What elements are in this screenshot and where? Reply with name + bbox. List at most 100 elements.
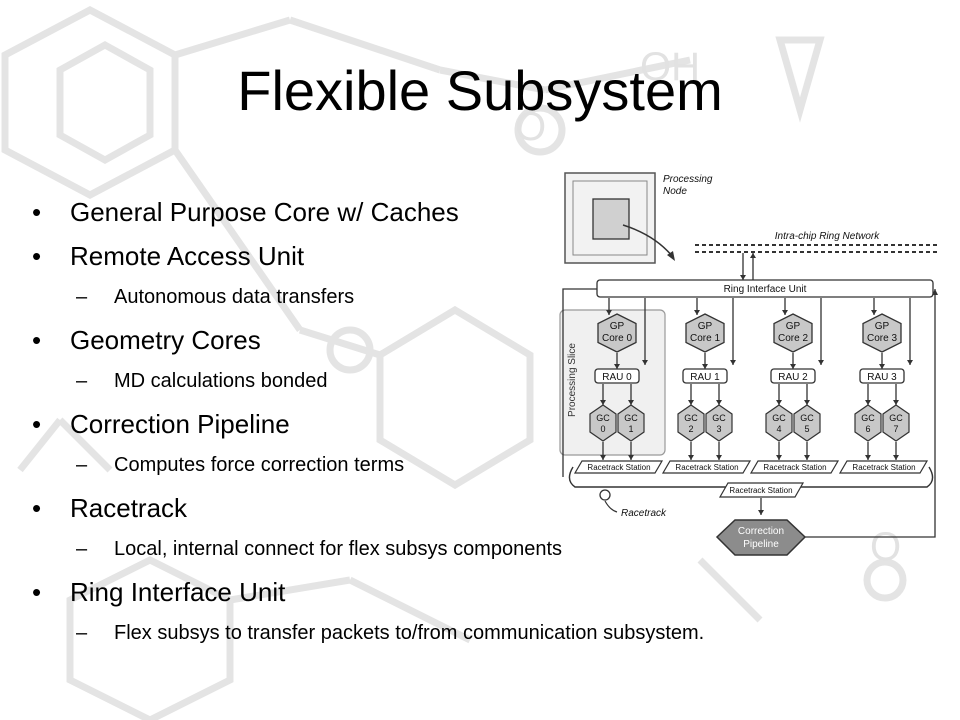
geometry-core-label: 6 — [865, 424, 870, 434]
ring-interface-unit-label: Ring Interface Unit — [724, 284, 807, 295]
riu-to-rau-arrow-head — [818, 360, 824, 365]
riu-to-rau-arrow-head — [730, 360, 736, 365]
gc-to-station-arrow-head — [893, 455, 899, 460]
correction-pipeline-octagon — [715, 519, 807, 556]
sub-bullet-text: Computes force correction terms — [114, 454, 405, 476]
geometry-core-hexagon — [617, 404, 645, 442]
svg-text:OH: OH — [640, 45, 700, 89]
rau-to-gc-arrow-head — [893, 400, 899, 405]
geometry-core-hexagon — [765, 404, 793, 442]
riu-to-gp-arrow-head — [606, 310, 612, 315]
gp-core-label: GP — [610, 321, 625, 332]
gc-to-station-arrow-head — [600, 455, 606, 460]
gp-to-rau-arrow-head — [702, 364, 708, 369]
gp-core-hexagon — [685, 313, 725, 353]
rau-box — [594, 368, 640, 384]
racetrack-loop-left — [568, 466, 735, 488]
processing-node-arrow-head — [667, 251, 675, 261]
sub-bullet-dash: – — [76, 454, 88, 476]
gp-core-label: Core 2 — [778, 333, 808, 344]
svg-text:O: O — [870, 525, 901, 569]
bullet-item: • Remote Access Unit — [32, 240, 912, 284]
rau-box — [682, 368, 728, 384]
geometry-core-label: 0 — [600, 424, 605, 434]
riu-to-ring-arrow-head — [750, 253, 756, 258]
geometry-core-hexagon — [882, 404, 910, 442]
processing-node-core — [592, 198, 630, 240]
geometry-core-hexagon — [589, 404, 617, 442]
sub-bullet-dash: – — [76, 286, 88, 308]
racetrack-pointer-line — [604, 500, 618, 513]
riu-to-rau-arrow-head — [907, 360, 913, 365]
sub-bullet-item: – Computes force correction terms — [32, 452, 912, 492]
sub-bullet-item: –Local, internal connect for flex subsys… — [32, 536, 912, 576]
geometry-core-hexagon — [705, 404, 733, 442]
gc-to-station-arrow-head — [688, 455, 694, 460]
bullet-dot: • — [32, 493, 42, 523]
sub-bullet-text: Local, internal connect for flex subsys … — [114, 538, 563, 560]
rau-to-gc-arrow-head — [716, 400, 722, 405]
bullet-text: Correction Pipeline — [70, 409, 290, 439]
sub-bullet-text: Flex subsys to transfer packets to/from … — [114, 622, 705, 644]
bullet-item: • Racetrack — [32, 492, 912, 536]
correction-to-riu-line — [805, 289, 936, 538]
bullet-dot: • — [32, 577, 42, 607]
processing-node-inner — [572, 180, 648, 256]
correction-pipeline-label: Correction — [738, 526, 784, 537]
geometry-core-label: GC — [684, 413, 698, 423]
riu-to-rau-arrow-head — [642, 360, 648, 365]
rau-label: RAU 1 — [690, 372, 720, 383]
geometry-core-label: GC — [624, 413, 638, 423]
bullet-list: •General Purpose Core w/ Caches•Remote A… — [32, 196, 912, 660]
rau-box — [859, 368, 905, 384]
geometry-core-hexagon — [793, 404, 821, 442]
racetrack-label: Racetrack — [621, 508, 667, 519]
racetrack-loop-right — [800, 466, 934, 488]
geometry-core-label: 3 — [716, 424, 721, 434]
geometry-core-label: 4 — [776, 424, 781, 434]
racetrack-station — [661, 460, 752, 474]
gp-to-rau-arrow-head — [790, 364, 796, 369]
geometry-core-label: 7 — [893, 424, 898, 434]
bullet-dot: • — [32, 197, 42, 227]
geometry-core-label: GC — [889, 413, 903, 423]
rau-to-gc-arrow-head — [688, 400, 694, 405]
svg-text:O: O — [515, 105, 546, 149]
geometry-core-label: 5 — [804, 424, 809, 434]
sub-bullet-dash: – — [76, 370, 88, 392]
correction-pipeline-label: Pipeline — [743, 539, 779, 550]
sub-bullet-item: –Flex subsys to transfer packets to/from… — [32, 620, 912, 660]
bullet-item: •General Purpose Core w/ Caches — [32, 196, 912, 240]
gp-to-rau-arrow-head — [614, 364, 620, 369]
rau-to-gc-arrow-head — [776, 400, 782, 405]
center-racetrack-station — [718, 482, 805, 498]
geometry-core-label: GC — [800, 413, 814, 423]
rau-to-gc-arrow-head — [600, 400, 606, 405]
gp-core-label: Core 1 — [690, 333, 720, 344]
gc-to-station-arrow-head — [865, 455, 871, 460]
riu-left-link-line — [562, 288, 597, 477]
gc-to-station-arrow-head — [804, 455, 810, 460]
station-to-correction-arrow-head — [758, 510, 764, 515]
rau-to-gc-arrow-head — [804, 400, 810, 405]
gc-to-station-arrow-head — [628, 455, 634, 460]
geometry-core-label: GC — [861, 413, 875, 423]
rau-label: RAU 2 — [778, 372, 808, 383]
bullet-text: Remote Access Unit — [70, 241, 305, 271]
geometry-core-label: GC — [712, 413, 726, 423]
gp-to-rau-arrow-head — [879, 364, 885, 369]
rau-box — [770, 368, 816, 384]
rau-label: RAU 3 — [867, 372, 897, 383]
racetrack-station — [749, 460, 840, 474]
sub-bullet-item: –Autonomous data transfers — [32, 284, 912, 324]
geometry-core-label: GC — [596, 413, 610, 423]
rau-to-gc-arrow-head — [865, 400, 871, 405]
bullet-text: Racetrack — [70, 493, 188, 523]
center-racetrack-station-label: Racetrack Station — [729, 486, 792, 495]
racetrack-station-label: Racetrack Station — [587, 463, 650, 472]
bullet-dot: • — [32, 241, 42, 271]
correction-to-riu-arrow-head — [932, 289, 938, 295]
gp-core-hexagon — [773, 313, 813, 353]
